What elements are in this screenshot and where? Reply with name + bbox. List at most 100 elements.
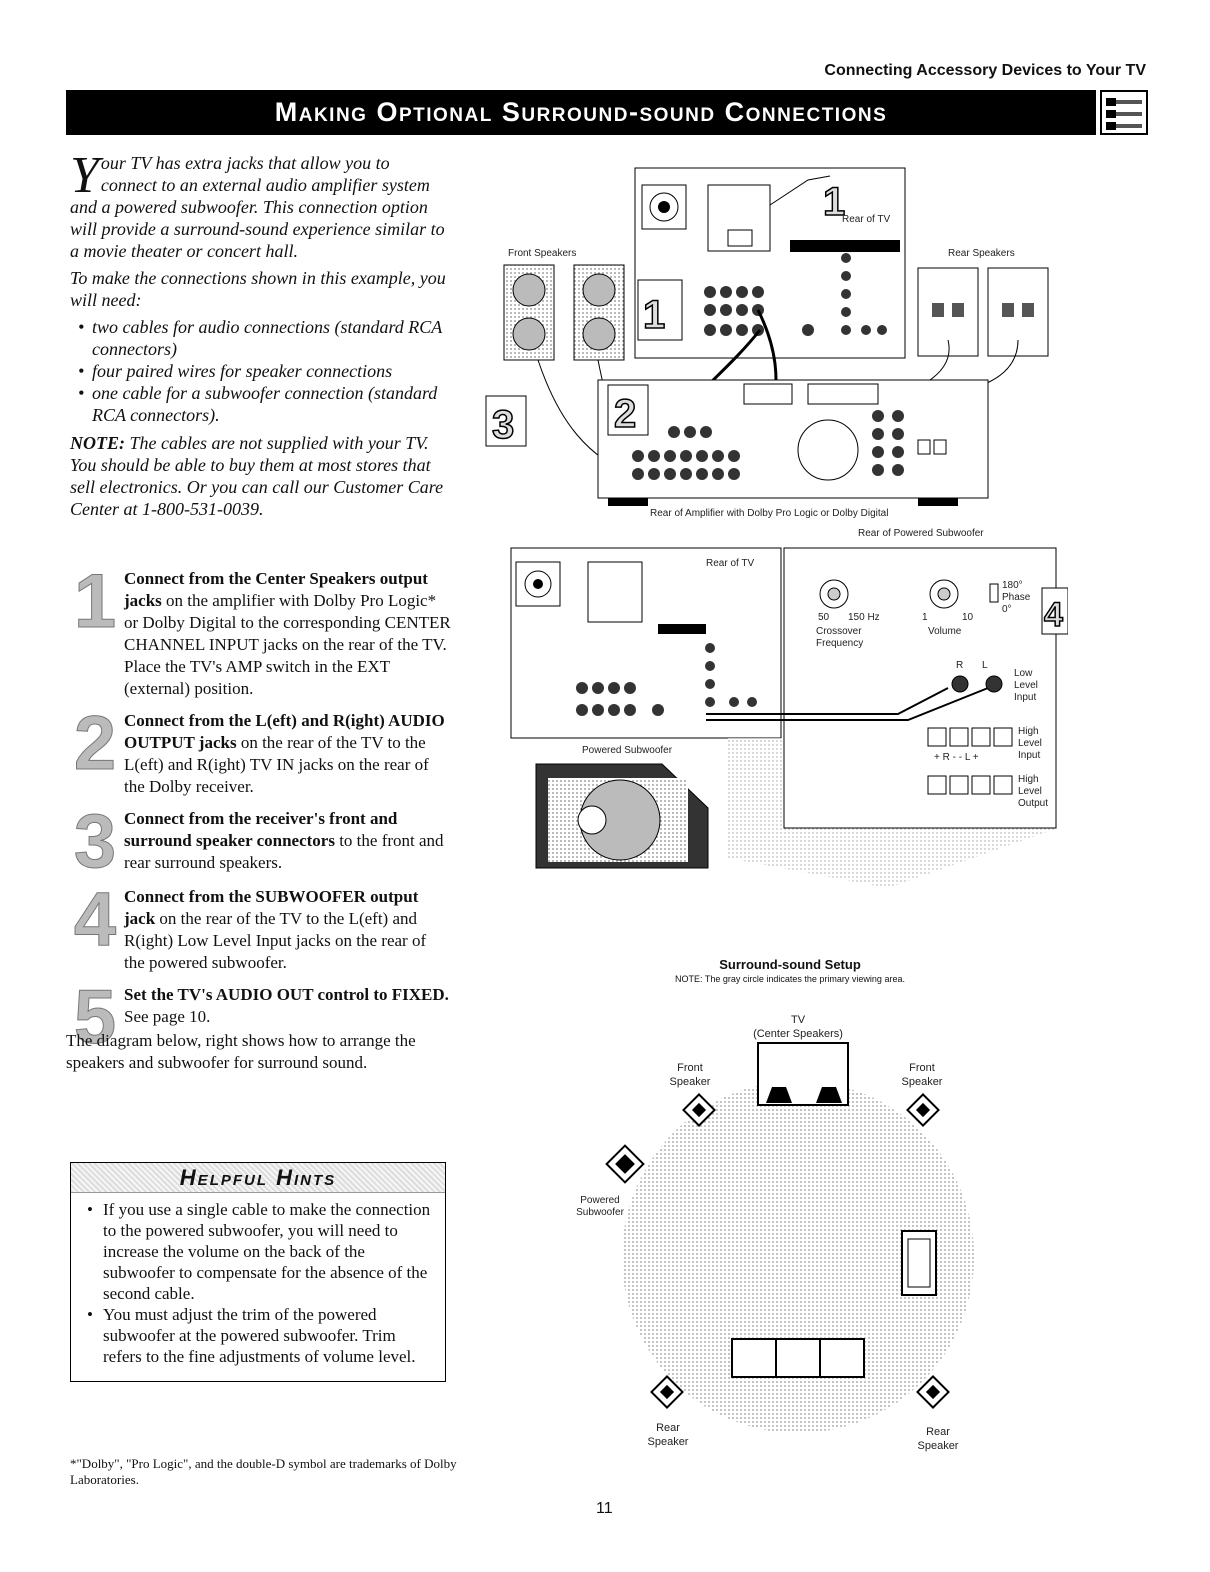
step-text: Connect from the L(eft) and R(ight) AUDI… — [124, 710, 451, 798]
svg-text:High: High — [1018, 726, 1039, 737]
front-left-label: Front — [677, 1062, 703, 1074]
svg-text:Input: Input — [1014, 692, 1036, 703]
phase-switch — [989, 583, 999, 603]
page-number: 11 — [596, 1500, 613, 1517]
sofa-icon — [731, 1338, 865, 1378]
viewing-area-circle — [622, 1081, 974, 1433]
drop-cap: Y — [70, 147, 99, 204]
svg-text:1: 1 — [922, 612, 928, 623]
note-text: The cables are not supplied with your TV… — [70, 433, 444, 519]
step-body: on the rear of the TV to the L(eft) and … — [124, 909, 427, 972]
svg-text:180°: 180° — [1002, 580, 1023, 591]
needs-item: one cable for a subwoofer connection (st… — [70, 382, 450, 426]
rear-of-tv-label: Rear of TV — [842, 214, 890, 225]
hints-list: If you use a single cable to make the co… — [71, 1193, 445, 1367]
front-speakers-label: Front Speakers — [508, 248, 576, 259]
subwoofer-label: Subwoofer — [576, 1207, 624, 1218]
svg-text:Phase: Phase — [1002, 592, 1031, 603]
svg-text:Level: Level — [1018, 786, 1042, 797]
rear-speakers-label: Rear Speakers — [948, 248, 1015, 259]
step-text: Set the TV's AUDIO OUT control to FIXED.… — [124, 984, 451, 1052]
high-level-output-terminals — [927, 775, 1013, 795]
needs-list: two cables for audio connections (standa… — [70, 316, 450, 426]
volume-label: Volume — [928, 626, 962, 637]
step-text: Connect from the Center Speakers output … — [124, 568, 451, 700]
step-text: Connect from the SUBWOOFER output jack o… — [124, 886, 451, 974]
cable-connector-icon — [1100, 90, 1148, 135]
step-number: 3 — [73, 799, 117, 884]
crossover-label: Crossover — [816, 626, 862, 637]
step-heading: Set the TV's AUDIO OUT control to FIXED. — [124, 985, 449, 1004]
needs-item: four paired wires for speaker connection… — [70, 360, 450, 382]
rear-of-tv-label-small: Rear of TV — [706, 558, 754, 569]
tv-jacks-small — [576, 643, 757, 716]
step-text: Connect from the receiver's front and su… — [124, 808, 451, 876]
step: 2 Connect from the L(eft) and R(ight) AU… — [66, 701, 451, 798]
surround-setup-diagram: TV (Center Speakers) Front Speaker Front… — [576, 1014, 974, 1452]
closing-text: The diagram below, right shows how to ar… — [66, 1031, 416, 1072]
svg-text:High: High — [1018, 774, 1039, 785]
svg-text:Level: Level — [1018, 738, 1042, 749]
needs-lead: To make the connections shown in this ex… — [70, 268, 446, 310]
front-speakers-icon — [503, 264, 625, 361]
connection-diagram: 1 Rear of TV 1 Front Speakers Rear Speak… — [485, 167, 1049, 519]
step-heading: Connect from the Center Speakers output … — [124, 569, 428, 610]
powered-subwoofer-icon — [605, 1144, 645, 1184]
hints-title: Helpful Hints — [179, 1164, 337, 1190]
svg-text:Level: Level — [1014, 680, 1038, 691]
powered-label: Powered — [580, 1195, 619, 1206]
step-number: 4 — [73, 877, 117, 962]
high-level-input-terminals — [927, 727, 1013, 747]
amplifier-rear-panel — [597, 379, 989, 499]
svg-text:150 Hz: 150 Hz — [848, 612, 880, 623]
callout-2: 2 — [614, 392, 636, 436]
subwoofer-icon — [535, 763, 709, 869]
intro-text: our TV has extra jacks that allow you to… — [70, 153, 445, 261]
step-number: 5 — [73, 975, 117, 1060]
callout-4: 4 — [1044, 596, 1063, 634]
needs-item: two cables for audio connections (standa… — [70, 316, 450, 360]
svg-text:Input: Input — [1018, 750, 1040, 761]
step: 1 Connect from the Center Speakers outpu… — [66, 563, 451, 700]
rear-left-label: Rear — [656, 1422, 680, 1434]
page-title-bar: Making Optional Surround-sound Connectio… — [66, 90, 1096, 135]
svg-text:Low: Low — [1014, 668, 1033, 679]
front-right-speaker-label: Speaker — [902, 1076, 943, 1088]
trademark-footnote: *"Dolby", "Pro Logic", and the double-D … — [70, 1456, 457, 1487]
step-number: 2 — [73, 701, 117, 786]
setup-title: Surround-sound Setup — [719, 957, 861, 972]
svg-text:0°: 0° — [1002, 604, 1012, 615]
intro-note: NOTE: The cables are not supplied with y… — [70, 432, 450, 520]
step-body: See page 10. — [124, 1007, 211, 1026]
svg-text:L: L — [982, 660, 988, 671]
tv-label: TV — [791, 1014, 806, 1026]
running-head: Connecting Accessory Devices to Your TV — [824, 62, 1146, 79]
center-speaker-right-icon — [816, 1087, 842, 1103]
hint-item: If you use a single cable to make the co… — [83, 1199, 435, 1304]
page-title: Making Optional Surround-sound Connectio… — [274, 97, 888, 127]
rear-right-speaker-label: Speaker — [918, 1440, 959, 1452]
amplifier-jacks — [632, 410, 904, 480]
front-left-speaker-label: Speaker — [670, 1076, 711, 1088]
step-heading: Connect from the SUBWOOFER output jack — [124, 887, 419, 928]
steps-list: 1 Connect from the Center Speakers outpu… — [66, 563, 451, 1062]
helpful-hints-box: Helpful Hints If you use a single cable … — [70, 1162, 446, 1382]
low-level-input-l — [985, 675, 1003, 693]
step-body: on the amplifier with Dolby Pro Logic* o… — [124, 591, 451, 698]
rear-right-label: Rear — [926, 1426, 950, 1438]
step-heading: Connect from the receiver's front and su… — [124, 809, 398, 850]
step-body: to the front and rear surround speakers. — [124, 831, 444, 872]
frequency-label: Frequency — [816, 638, 863, 649]
setup-note: NOTE: The gray circle indicates the prim… — [675, 974, 905, 984]
svg-text:50: 50 — [818, 612, 830, 623]
note-label: NOTE: — [70, 433, 125, 453]
rear-of-subwoofer-label: Rear of Powered Subwoofer — [858, 528, 984, 539]
callout-3: 3 — [492, 403, 514, 447]
step: 4 Connect from the SUBWOOFER output jack… — [66, 877, 451, 974]
front-right-speaker-icon — [906, 1093, 940, 1127]
step-body: on the rear of the TV to the L(eft) and … — [124, 733, 429, 796]
low-level-input-r — [951, 675, 969, 693]
callout-1-top: 1 — [823, 180, 845, 224]
